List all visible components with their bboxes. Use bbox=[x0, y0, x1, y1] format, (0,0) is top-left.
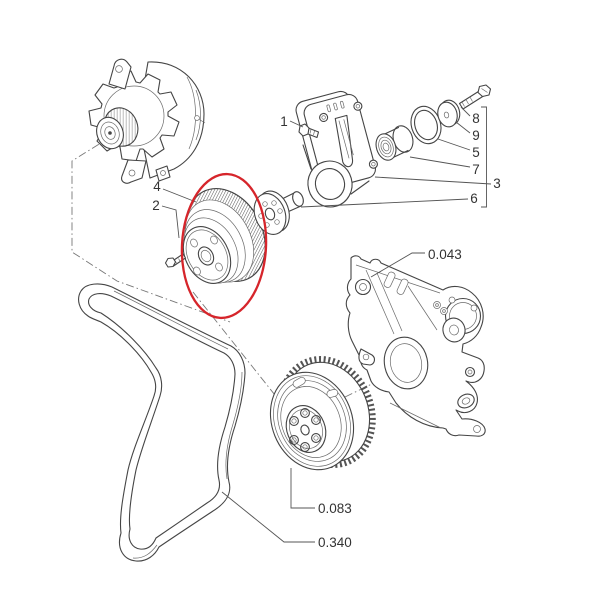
leader-lines bbox=[161, 106, 492, 543]
seal-disc bbox=[437, 99, 461, 128]
water-pump-housing bbox=[295, 90, 378, 208]
callout-9: 9 bbox=[472, 128, 480, 143]
highlight-ellipse bbox=[180, 172, 268, 320]
hub-flange bbox=[253, 190, 304, 235]
bolt-1 bbox=[298, 123, 320, 139]
callout-8: 8 bbox=[472, 111, 480, 126]
callout-bracket bbox=[481, 106, 487, 208]
water-pump-pulley bbox=[182, 187, 266, 284]
serpentine-belt bbox=[78, 283, 246, 562]
bolt-8 bbox=[458, 84, 492, 110]
callout-6: 6 bbox=[470, 191, 478, 206]
callout-7: 7 bbox=[472, 162, 480, 177]
timing-cover bbox=[345, 255, 486, 437]
callout-5: 5 bbox=[472, 145, 480, 160]
ref-belt: 0.340 bbox=[318, 535, 352, 550]
callout-2: 2 bbox=[152, 198, 160, 213]
callout-3: 3 bbox=[493, 176, 501, 191]
callout-4: 4 bbox=[153, 179, 161, 194]
ref-crank-pulley: 0.083 bbox=[318, 501, 352, 516]
callout-1: 1 bbox=[280, 114, 288, 129]
bearing bbox=[375, 125, 414, 161]
alternator bbox=[88, 58, 206, 184]
callout-labels: 1 4 2 8 9 5 7 3 6 0.043 0.083 0.340 bbox=[152, 111, 501, 550]
o-ring-seal bbox=[410, 105, 442, 145]
crank-damper-pulley bbox=[269, 356, 376, 471]
ref-timing-cover: 0.043 bbox=[428, 247, 462, 262]
